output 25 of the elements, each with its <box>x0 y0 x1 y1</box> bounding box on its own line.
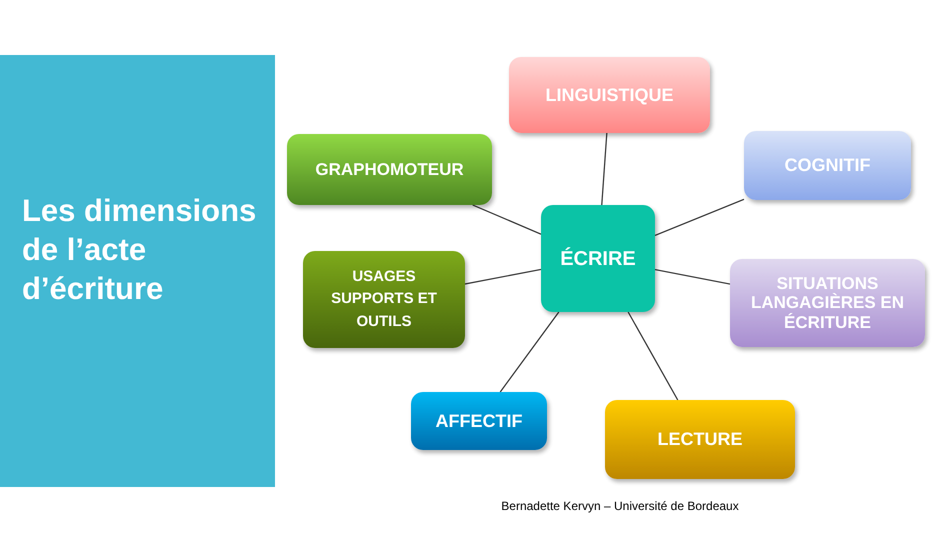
connector-line <box>472 204 542 235</box>
node-label: ÉCRIRE <box>560 246 636 272</box>
caption: Bernadette Kervyn – Université de Bordeaux <box>500 498 740 515</box>
category-box <box>605 400 795 479</box>
connector-line <box>654 198 744 236</box>
connector-line <box>464 268 542 285</box>
node-label: LECTURE <box>658 428 742 451</box>
category-box <box>411 392 547 450</box>
node-label: SITUATIONS LANGAGIÈRES EN ÉCRITURE <box>750 274 906 332</box>
category-box <box>509 57 710 133</box>
category-box <box>730 259 925 347</box>
node-label: USAGES SUPPORTS ET OUTILS <box>330 266 438 332</box>
slide-title: Les dimensions de l’acte d’écriture <box>22 192 258 308</box>
node-label: GRAPHOMOTEUR <box>315 158 464 181</box>
category-box <box>303 251 465 348</box>
connector-line <box>500 312 560 392</box>
node-label: LINGUISTIQUE <box>545 84 674 106</box>
category-box <box>744 131 911 200</box>
connector-line <box>654 268 730 285</box>
node-label: COGNITIF <box>784 154 870 177</box>
connector-line <box>628 312 678 400</box>
central-box <box>541 205 655 312</box>
node-label: AFFECTIF <box>436 410 522 432</box>
category-box <box>287 134 492 205</box>
connector-line <box>601 132 608 206</box>
